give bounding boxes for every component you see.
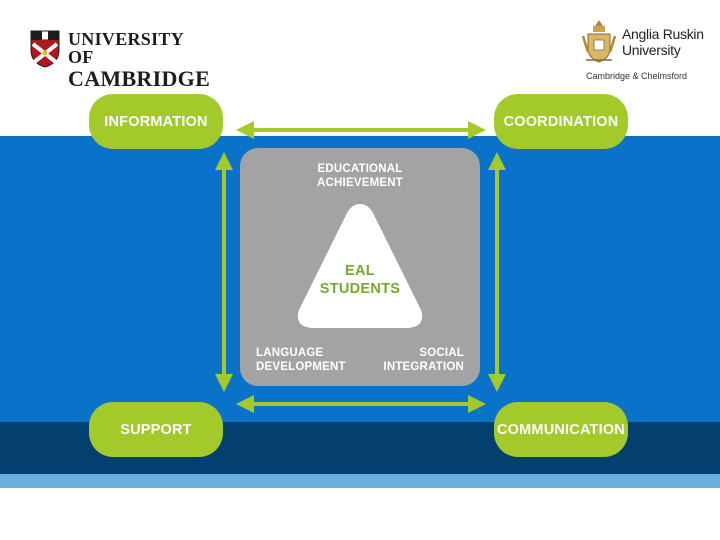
students-label-line2: STUDENTS (319, 281, 401, 297)
anglia-logo-subtitle: Cambridge & Chelmsford (586, 71, 688, 81)
anglia-logo-name-line2: University (622, 42, 681, 58)
center-panel: EDUCATIONAL ACHIEVEMENT EAL STUDENTS LAN… (240, 148, 480, 386)
social-integration-label: SOCIAL INTEGRATION (383, 346, 464, 374)
cambridge-logo-line1: UNIVERSITY OF (68, 29, 184, 67)
development-label-line2: DEVELOPMENT (256, 361, 346, 373)
information-box: INFORMATION (89, 94, 223, 149)
language-label-line1: LANGUAGE (256, 347, 324, 359)
cambridge-logo: UNIVERSITY OF CAMBRIDGE (30, 28, 210, 90)
communication-box: COMMUNICATION (494, 402, 628, 457)
coordination-box: COORDINATION (494, 94, 628, 149)
anglia-ruskin-logo: Anglia Ruskin University Cambridge & Che… (580, 18, 710, 84)
integration-label-line2: INTEGRATION (383, 361, 464, 373)
eal-students-label: EAL STUDENTS (240, 262, 480, 298)
achievement-label-line2: ACHIEVEMENT (317, 177, 403, 189)
educational-achievement-label: EDUCATIONAL ACHIEVEMENT (240, 162, 480, 190)
cambridge-logo-line2: CAMBRIDGE (68, 66, 211, 91)
eal-label-line1: EAL (345, 263, 375, 279)
educational-label-line1: EDUCATIONAL (317, 163, 403, 175)
anglia-ruskin-crest-icon (582, 20, 616, 63)
light-blue-stripe (0, 474, 720, 488)
cambridge-shield-icon (30, 30, 60, 68)
anglia-logo-name-line1: Anglia Ruskin (622, 26, 704, 42)
eal-triangle (297, 204, 423, 328)
language-development-label: LANGUAGE DEVELOPMENT (256, 346, 346, 374)
support-box: SUPPORT (89, 402, 223, 457)
social-label-line1: SOCIAL (419, 347, 464, 359)
